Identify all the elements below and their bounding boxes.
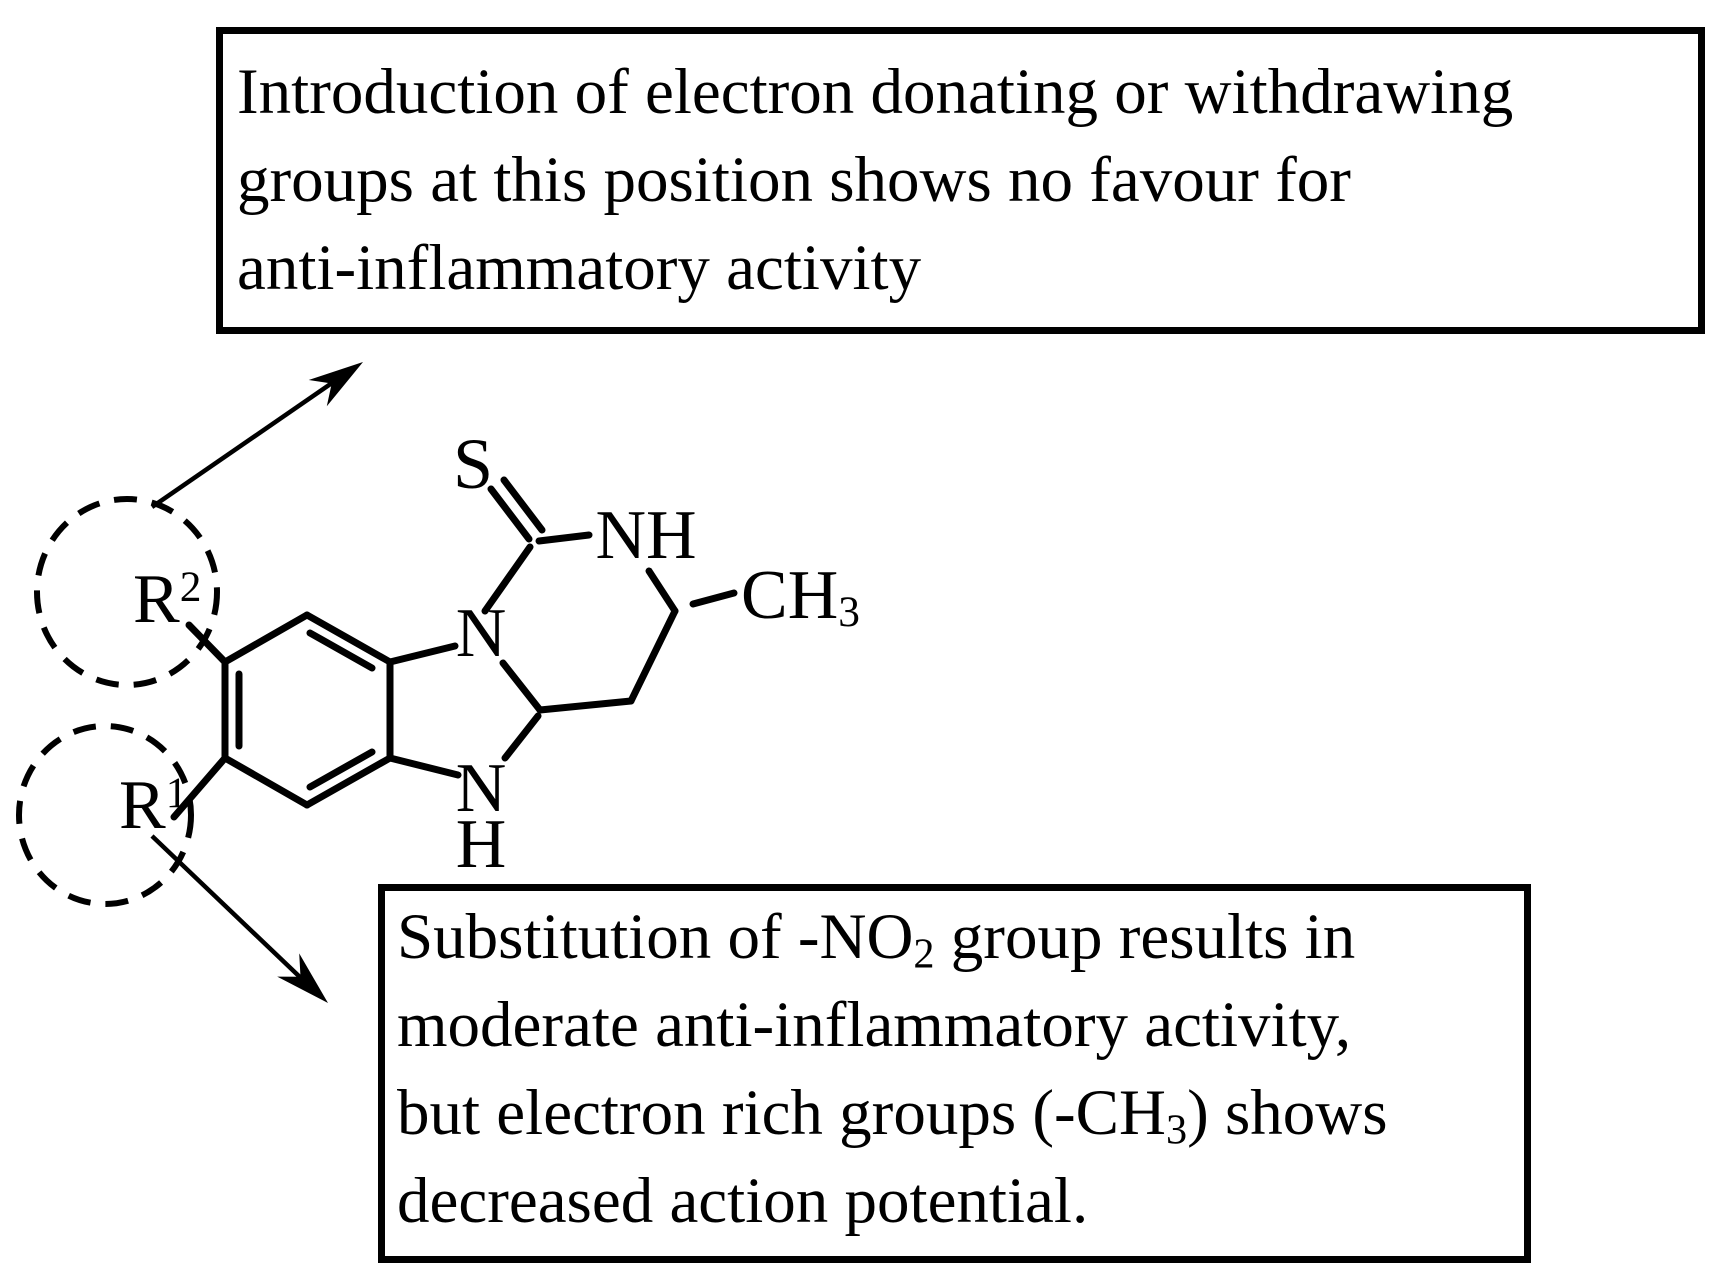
imidazole-h-label: H xyxy=(456,810,507,880)
imidazole-n-symbol: N xyxy=(455,750,507,827)
bond-ch-to-methyl xyxy=(689,589,738,608)
benzene-ring xyxy=(221,611,394,809)
top-annotation-box: Introduction of electron donating or wit… xyxy=(216,27,1705,334)
arrow-to-top-box xyxy=(150,362,363,509)
imidazole-n-label: N xyxy=(456,754,507,824)
sulfur-symbol: S xyxy=(452,424,494,504)
bond-thione-c-to-nh xyxy=(535,531,593,545)
r1-symbol: R xyxy=(119,767,166,844)
r1-substituent-label: R1 xyxy=(119,771,187,841)
annotation-line: Introduction of electron donating or wit… xyxy=(237,56,1514,128)
bond-ch2-to-c4a xyxy=(536,697,635,714)
benzene-bond xyxy=(221,611,311,666)
bond-c-to-bridge-n xyxy=(386,642,459,666)
methyl-symbol: CH xyxy=(741,557,839,634)
annotation-line: but electron rich groups (-CH3) shows xyxy=(397,1077,1388,1154)
imidazole-h-symbol: H xyxy=(455,806,507,883)
benzene-bond xyxy=(303,754,394,809)
r2-highlight-circle xyxy=(34,496,220,688)
annotation-line: Substitution of -NO2 group results in xyxy=(397,901,1356,978)
bond-nh-to-ch xyxy=(645,567,679,615)
arrow-shaft xyxy=(150,834,305,982)
c-s-bond-line xyxy=(487,485,533,543)
r2-substituent-label: R2 xyxy=(133,565,201,635)
bond-nh-to-benzene xyxy=(386,754,462,779)
annotation-line: anti-inflammatory activity xyxy=(237,232,922,304)
bridgehead-n-label: N xyxy=(456,599,507,669)
methyl-group-label: CH3 xyxy=(741,561,860,634)
imidazole-ring xyxy=(386,642,544,779)
benzene-double-bond xyxy=(306,629,376,672)
bond-c4a-to-nh xyxy=(501,712,542,762)
bridgehead-n-symbol: N xyxy=(455,595,507,672)
arrow-to-bottom-box xyxy=(150,834,328,1003)
ring-nh-label: NH xyxy=(595,501,696,571)
bond-bridge-n-to-thione-c xyxy=(481,543,534,615)
r2-symbol: R xyxy=(133,561,180,638)
bond-r2-to-benzene xyxy=(185,621,229,666)
r1-highlight-circle xyxy=(16,723,194,907)
benzene-bond xyxy=(303,611,394,666)
bottom-annotation-box: Substitution of -NO2 group results in mo… xyxy=(378,884,1531,1263)
benzene-bond xyxy=(221,754,311,809)
arrow-head-icon xyxy=(277,953,328,1003)
annotation-line: groups at this position shows no favour … xyxy=(237,144,1351,216)
r2-superscript: 2 xyxy=(179,563,202,612)
annotation-line: decreased action potential. xyxy=(397,1165,1089,1237)
methyl-subscript: 3 xyxy=(838,587,860,636)
arrow-head-icon xyxy=(308,362,363,407)
c-s-bond-line xyxy=(500,476,546,534)
r1-superscript: 1 xyxy=(165,769,188,818)
ring-nh-symbol: NH xyxy=(595,497,697,574)
bond-ch-to-ch2 xyxy=(627,607,679,705)
arrow-shaft xyxy=(150,372,347,509)
c-s-double-bond xyxy=(487,476,546,543)
pyrimidine-ring xyxy=(481,531,738,714)
benzene-double-bond xyxy=(306,748,376,791)
bond-benzene-to-r1 xyxy=(170,754,229,821)
sulfur-atom-label: S xyxy=(453,428,493,500)
annotation-line: moderate anti-inflammatory activity, xyxy=(397,989,1352,1061)
bond-bridge-n-to-c4a xyxy=(499,659,544,714)
